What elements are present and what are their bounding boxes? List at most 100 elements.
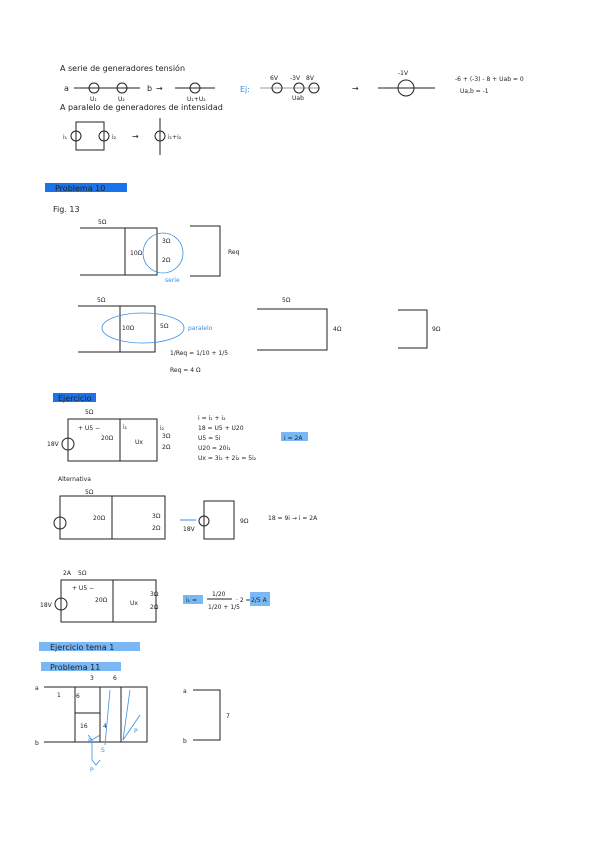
handwritten-label: Uab [292, 95, 304, 102]
circuit-wire [67, 418, 158, 462]
handwritten-label: 4Ω [333, 326, 342, 333]
circuit-node [154, 130, 166, 142]
handwritten-label: 10Ω [122, 325, 135, 332]
handwritten-label: 10Ω [130, 250, 143, 257]
handwritten-label: 3Ω [150, 591, 159, 598]
handwritten-label: 8V [306, 75, 315, 82]
handwritten-label: 5Ω [160, 323, 169, 330]
handwritten-label: Ux = 3i₂ + 2i₂ = 5i₂ [198, 455, 257, 462]
handwritten-label: Ux [135, 439, 143, 446]
handwritten-label: 7 [226, 713, 230, 720]
problem10-header-bg [45, 183, 127, 192]
circuit-wire [257, 308, 328, 351]
circuit-node [142, 232, 184, 274]
handwritten-label: paralelo [188, 325, 213, 332]
fig13-circuit: 5Ω 10Ω 3Ω 2Ω serie Req [80, 219, 240, 284]
handwritten-label: 5Ω [98, 219, 107, 226]
handwritten-label: b [147, 84, 152, 93]
handwritten-label: 3 [90, 675, 94, 682]
series-circuit: a b U₁ U₂ → U₁+U₂ [64, 82, 215, 103]
divider-result: 2/5 A [251, 597, 268, 604]
handwritten-label: b [35, 740, 39, 747]
handwritten-label: -3V [290, 75, 301, 82]
problem11-header-bg [41, 662, 121, 671]
handwritten-label: 5Ω [282, 297, 291, 304]
handwritten-label: P [90, 767, 94, 774]
handwritten-label: i = i₁ + i₂ [198, 415, 226, 422]
exercise-circuit: 18V 5Ω + U5 − 20Ω i₁ Ux i₂ 3Ω 2Ω [47, 409, 171, 462]
exercise-header: Ejercicio [58, 394, 92, 403]
handwritten-label: U₂ [118, 96, 125, 103]
handwritten-label: P [134, 728, 138, 735]
handwritten-label: U20 = 20i₁ [198, 445, 231, 452]
handwritten-label: b [183, 738, 187, 745]
handwritten-label: 1/Req = 1/10 + 1/5 [170, 350, 228, 357]
example-circuit: Ej: 6V -3V 8V Uab → -1V -6 + (-3) - 8 + … [240, 70, 524, 102]
handwritten-label: 2Ω [162, 257, 171, 264]
handwritten-label: 6 [113, 675, 117, 682]
handwritten-label: 9Ω [240, 518, 249, 525]
step2-circuit: 5Ω 10Ω 5Ω paralelo 1/Req = 1/10 + 1/5 Re… [78, 297, 441, 374]
handwritten-label: i₂ [160, 425, 165, 432]
handwritten-label: 5Ω [78, 570, 87, 577]
handwritten-label: Ej: [240, 85, 250, 94]
circuit-node [53, 516, 67, 530]
circuit-wire [203, 500, 235, 540]
voltage-source-icon [116, 82, 128, 94]
voltage-source-icon [88, 82, 100, 94]
tema1-header-bg [39, 642, 140, 651]
handwritten-label: 2Ω [162, 444, 171, 451]
circuit-node [198, 515, 210, 527]
circuit-node [61, 437, 75, 451]
handwritten-label: 20Ω [95, 597, 108, 604]
circuit-wire [87, 689, 141, 766]
handwritten-label: → [156, 84, 163, 93]
circuit-wire [193, 689, 221, 741]
circuit-wire [398, 309, 428, 349]
equation: -6 + (-3) - 8 + Uab = 0 [455, 76, 524, 83]
fig-label: Fig. 13 [53, 205, 80, 214]
handwritten-label: -1V [398, 70, 409, 77]
circuit-wire [74, 712, 101, 743]
circuit-wire [101, 312, 185, 344]
alternative-title: Alternativa [58, 476, 91, 483]
handwritten-label: a [64, 84, 69, 93]
handwritten-label: 6V [270, 75, 279, 82]
handwritten-label: i₁ [63, 134, 68, 141]
handwritten-label: 3Ω [152, 513, 161, 520]
handwritten-label: 3Ω [162, 433, 171, 440]
handwritten-label: 4 [103, 723, 107, 730]
handwritten-label: 18 = 9i → i = 2A [268, 515, 318, 522]
problem11-circuit: a b 1 3 6 6 16 4 P S P P a b 7 [35, 675, 230, 774]
handwritten-label: 20Ω [93, 515, 106, 522]
handwritten-label: Req [228, 249, 240, 256]
voltage-source-icon [189, 82, 201, 94]
handwritten-label: 16 [80, 723, 88, 730]
handwritten-label: 1/20 + 1/5 [208, 604, 240, 611]
handwritten-label: → [352, 84, 359, 93]
divider-circuit: 18V 2A 5Ω + U5 − 20Ω Ux 3Ω 2Ω i₁ = 1/20 … [40, 570, 270, 623]
handwritten-label: 2Ω [150, 604, 159, 611]
handwritten-label: a [35, 685, 39, 692]
handwritten-label: 18V [47, 441, 60, 448]
handwritten-label: 1 [57, 692, 61, 699]
handwritten-label: 18V [40, 602, 53, 609]
handwritten-label: + U5 − [78, 425, 100, 432]
handwritten-label: Req = 4 Ω [170, 367, 201, 374]
circuit-node [54, 597, 68, 611]
circuit-wire [78, 305, 156, 353]
answer: i = 2A [284, 435, 303, 442]
handwritten-label: U₁ [90, 96, 97, 103]
circuit-wire [183, 595, 203, 604]
handwritten-label: S [101, 747, 105, 754]
handwritten-label: i₂ [112, 134, 117, 141]
exercise-header-bg [53, 393, 96, 402]
circuit-node [98, 130, 110, 142]
circuit-wire [60, 579, 157, 623]
handwritten-label: Ux [130, 600, 138, 607]
handwritten-label: 18V [183, 526, 196, 533]
handwritten-label: 20Ω [101, 435, 114, 442]
handwritten-label: a [183, 688, 187, 695]
tema1-header: Ejercicio tema 1 [50, 643, 114, 652]
